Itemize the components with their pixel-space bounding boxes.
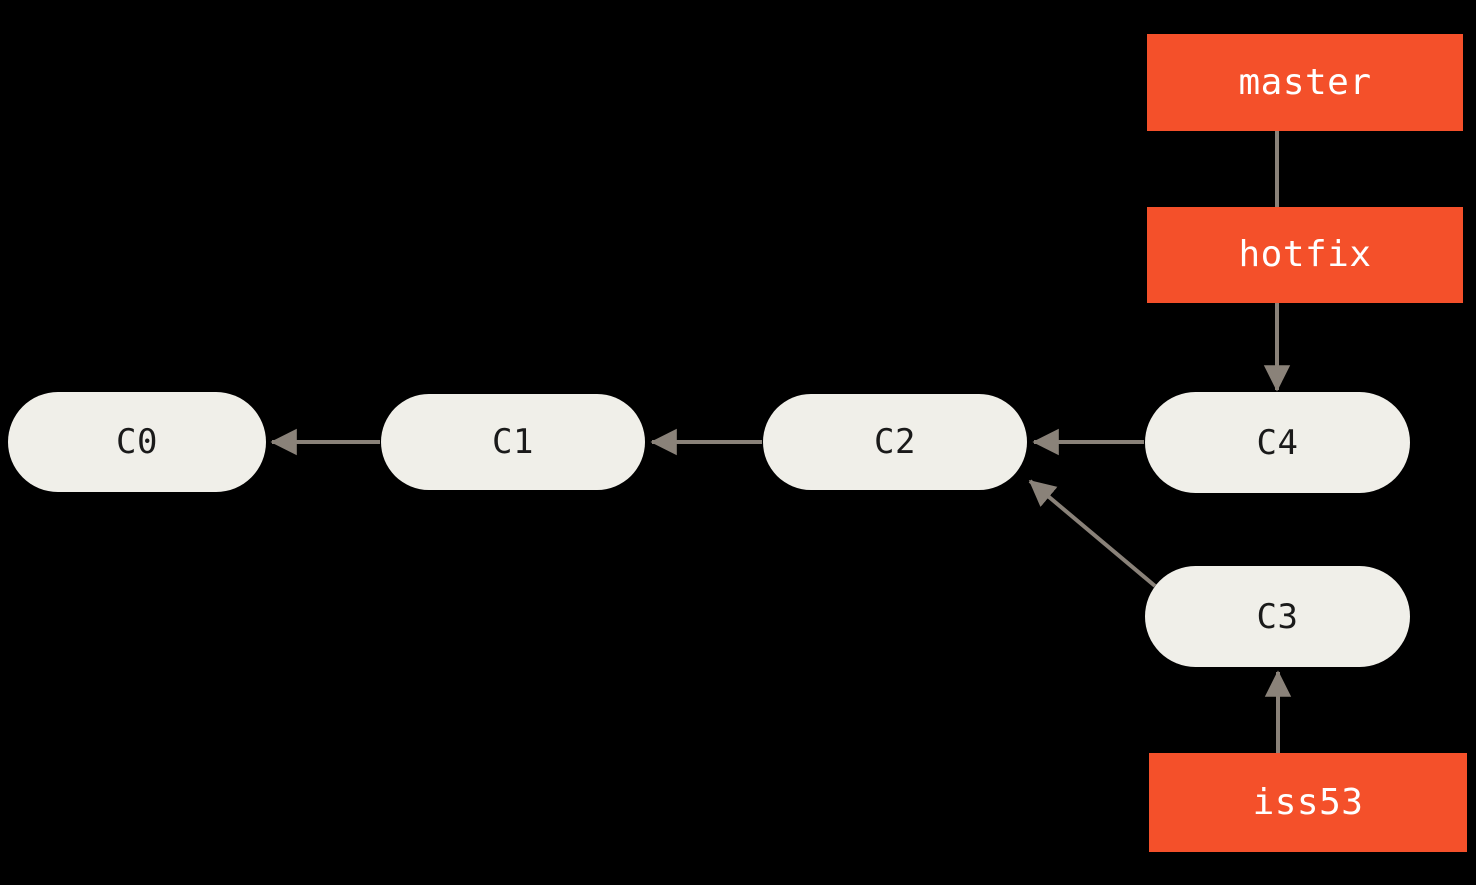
branch-box-master[interactable]: master xyxy=(1147,34,1463,131)
commit-label-c2: C2 xyxy=(874,422,916,462)
commit-node-c0[interactable]: C0 xyxy=(8,392,266,492)
commit-label-c1: C1 xyxy=(492,422,534,462)
commit-label-c4: C4 xyxy=(1256,422,1299,463)
edge-c3-to-c2 xyxy=(1028,479,1157,588)
commit-node-c1[interactable]: C1 xyxy=(381,394,645,490)
branch-label-iss53: iss53 xyxy=(1252,781,1364,823)
branch-label-hotfix: hotfix xyxy=(1238,234,1372,275)
branch-label-master: master xyxy=(1238,61,1372,103)
branch-box-hotfix[interactable]: hotfix xyxy=(1147,207,1463,303)
commit-label-c3: C3 xyxy=(1256,596,1299,637)
commit-label-c0: C0 xyxy=(116,422,158,462)
branch-box-iss53[interactable]: iss53 xyxy=(1149,753,1467,852)
commit-node-c3[interactable]: C3 xyxy=(1145,566,1410,667)
commit-node-c4[interactable]: C4 xyxy=(1145,392,1410,493)
commit-node-c2[interactable]: C2 xyxy=(763,394,1027,490)
